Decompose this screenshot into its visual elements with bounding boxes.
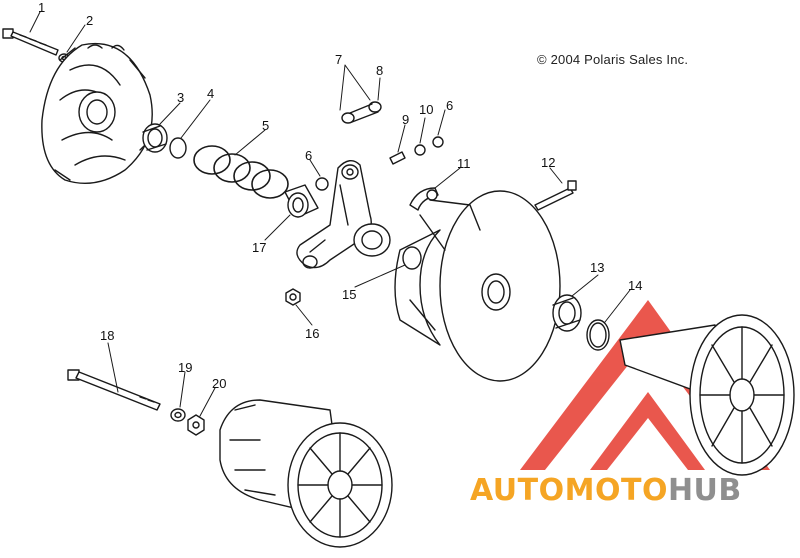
part-bolt-1: [2, 28, 59, 56]
callout-20: 20: [212, 376, 226, 391]
callout-10: 10: [419, 102, 433, 117]
callout-5: 5: [262, 118, 269, 133]
part-weight-11: [409, 187, 439, 211]
watermark-word-hub: HUB: [667, 473, 742, 508]
part-washer-19: [170, 408, 186, 422]
part-roller-6a: [315, 177, 329, 191]
callout-1: 1: [38, 0, 45, 15]
callout-6b: 6: [446, 98, 453, 113]
part-bushing-13: [552, 294, 582, 332]
part-spring-5: [193, 145, 289, 199]
part-bushing-3: [142, 123, 168, 153]
part-fixed-sheave: [619, 314, 795, 476]
callout-2: 2: [86, 13, 93, 28]
part-ring-14: [586, 319, 610, 351]
part-cover-plate: [41, 42, 153, 185]
callout-9: 9: [402, 112, 409, 127]
watermark-word-auto: AUTO: [470, 473, 565, 508]
watermark-word-moto: MOTO: [564, 473, 668, 508]
callout-4: 4: [207, 86, 214, 101]
callout-11: 11: [457, 156, 471, 171]
part-ring-15: [402, 246, 422, 270]
callout-15: 15: [342, 287, 356, 302]
part-spider-arm: [296, 160, 391, 269]
part-nut-16: [285, 288, 301, 306]
part-pin-9: [389, 151, 406, 165]
part-assembled-clutch: [219, 399, 393, 548]
watermark-wordmark: AUTOMOTOHUB: [470, 476, 742, 506]
callout-8: 8: [376, 63, 383, 78]
part-bolt-18: [67, 369, 161, 411]
callout-17: 17: [252, 240, 266, 255]
callout-19: 19: [178, 360, 192, 375]
callout-16: 16: [305, 326, 319, 341]
callout-18: 18: [100, 328, 114, 343]
callout-7: 7: [335, 52, 342, 67]
callout-labels: 1 2 3 4 5 6 6 7 8 9 10 11 12 13 14 15 16…: [38, 0, 642, 391]
callout-3: 3: [177, 90, 184, 105]
part-bushing-17: [284, 184, 319, 218]
part-washer-10: [414, 144, 426, 156]
part-roller-6b: [432, 136, 444, 148]
part-moveable-sheave: [394, 190, 561, 382]
callout-14: 14: [628, 278, 642, 293]
part-pins-7-8: [341, 101, 382, 124]
part-bolt-12: [534, 180, 577, 211]
callout-13: 13: [590, 260, 604, 275]
callout-6a: 6: [305, 148, 312, 163]
leader-lines: [29, 11, 631, 417]
part-ring-4: [169, 137, 187, 159]
part-nut-20: [187, 414, 205, 436]
copyright-notice: © 2004 Polaris Sales Inc.: [537, 52, 689, 67]
callout-12: 12: [541, 155, 555, 170]
